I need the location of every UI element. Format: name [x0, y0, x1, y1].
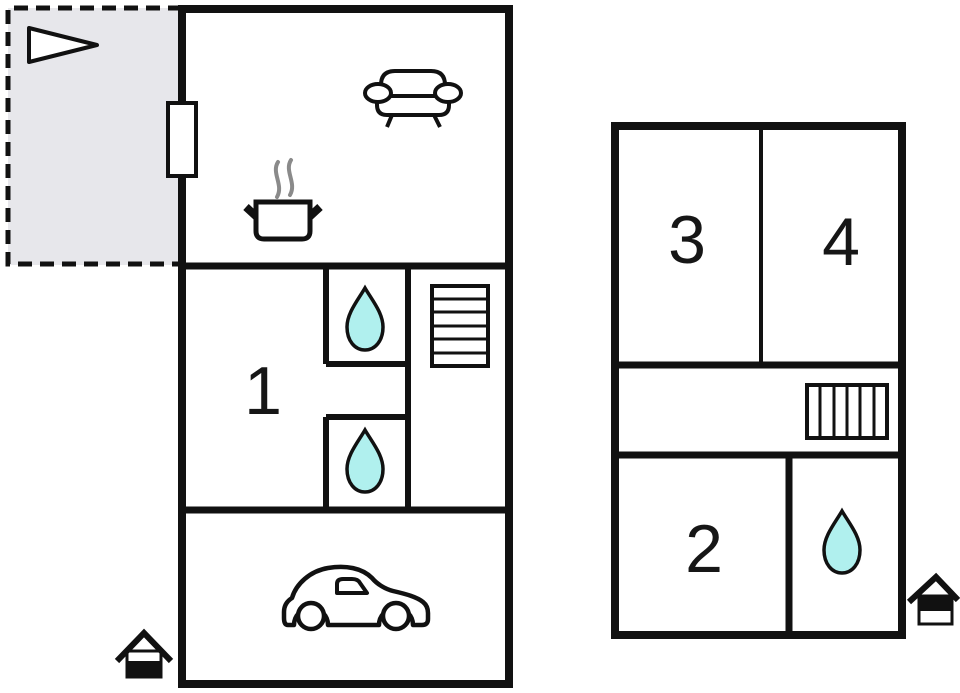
sofa-icon: [363, 69, 463, 128]
water-drop-icon: [822, 507, 862, 575]
door-icon: [166, 101, 198, 178]
stairs-icon: [805, 383, 889, 440]
water-drop-icon: [345, 426, 385, 494]
house-upper-floor-icon: [906, 572, 960, 626]
cooking-pot-icon: [243, 158, 323, 242]
house-ground-floor-icon: [114, 628, 174, 679]
room-label-1: 1: [244, 353, 282, 429]
car-icon: [281, 564, 431, 632]
stairs-icon: [430, 284, 490, 368]
room-label-4: 4: [822, 204, 860, 280]
room-label-3: 3: [668, 202, 706, 278]
pennant-icon: [27, 26, 99, 64]
steam-icon: [273, 160, 282, 199]
terrace-area: [5, 5, 182, 267]
room-label-2: 2: [685, 511, 723, 587]
bathroom-walls: [323, 266, 411, 510]
steam-icon: [286, 158, 295, 197]
water-drop-icon: [345, 284, 385, 352]
terrace-dashed-border: [5, 5, 182, 267]
